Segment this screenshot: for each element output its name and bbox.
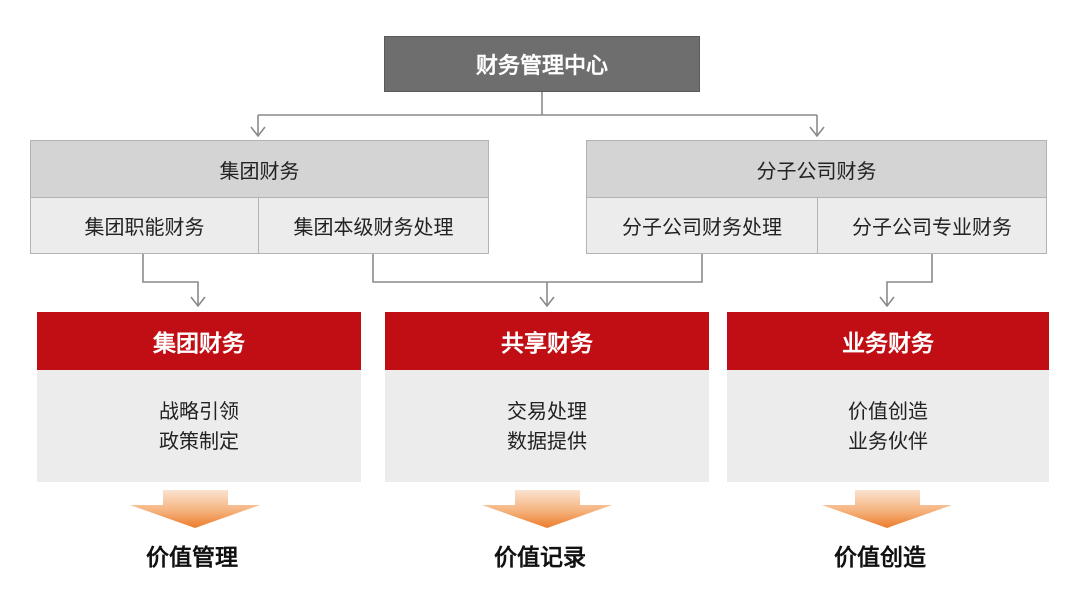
pillar-business-finance-body: 价值创造 业务伙伴	[727, 370, 1049, 482]
pillar-business-finance-line-2: 业务伙伴	[848, 429, 928, 453]
group-function-cell: 集团职能财务	[30, 197, 259, 254]
pillar-business-finance-title: 业务财务	[842, 331, 934, 357]
pillar-shared-finance-header: 共享财务	[385, 312, 709, 370]
pillar-group-finance-header: 集团财务	[37, 312, 361, 370]
pillar-shared-finance-line-2: 数据提供	[507, 429, 587, 453]
pillar-business-finance-line-1: 价值创造	[848, 399, 928, 423]
value-label-record: 价值记录	[440, 537, 640, 573]
arrowhead-subsidiary	[809, 126, 825, 138]
group-finance-header: 集团财务	[30, 140, 489, 198]
group-level-processing-label: 集团本级财务处理	[293, 215, 454, 239]
down-arrow-icon	[482, 490, 612, 528]
group-level-processing-cell: 集团本级财务处理	[258, 197, 489, 254]
subsidiary-processing-label: 分子公司财务处理	[622, 215, 782, 239]
finance-center-title: 财务管理中心	[475, 54, 608, 79]
group-function-label: 集团职能财务	[84, 215, 205, 239]
down-arrow-icon	[822, 490, 952, 528]
arrowhead-pillar-3	[879, 296, 895, 308]
value-label-creation-text: 价值创造	[834, 545, 926, 571]
value-label-creation: 价值创造	[780, 537, 980, 573]
subsidiary-professional-label: 分子公司专业财务	[852, 215, 1012, 239]
pillar-group-finance-body: 战略引领 政策制定	[37, 370, 361, 482]
group-finance-title: 集团财务	[219, 158, 300, 183]
arrowhead-group	[250, 126, 266, 138]
connector-sub-pro-down	[886, 254, 933, 305]
subsidiary-processing-cell: 分子公司财务处理	[586, 197, 818, 254]
value-label-record-text: 价值记录	[494, 545, 586, 571]
connector-group-func-down	[142, 254, 199, 305]
pillar-business-finance-header: 业务财务	[727, 312, 1049, 370]
subsidiary-finance-title: 分子公司财务	[756, 158, 877, 183]
finance-center-box: 财务管理中心	[384, 36, 700, 92]
value-label-management-text: 价值管理	[146, 545, 238, 571]
pillar-group-finance-line-1: 战略引领	[159, 399, 239, 423]
arrowhead-pillar-2	[539, 296, 555, 308]
value-label-management: 价值管理	[92, 537, 292, 573]
down-arrow-icon	[130, 490, 260, 528]
arrowhead-pillar-1	[190, 296, 206, 308]
subsidiary-finance-header: 分子公司财务	[586, 140, 1047, 198]
connector-shared-horizontal	[372, 254, 703, 283]
pillar-group-finance-line-2: 政策制定	[159, 429, 239, 453]
pillar-shared-finance-line-1: 交易处理	[507, 399, 587, 423]
pillar-shared-finance-title: 共享财务	[501, 331, 593, 357]
pillar-group-finance-title: 集团财务	[153, 331, 245, 357]
pillar-shared-finance-body: 交易处理 数据提供	[385, 370, 709, 482]
subsidiary-professional-cell: 分子公司专业财务	[817, 197, 1047, 254]
